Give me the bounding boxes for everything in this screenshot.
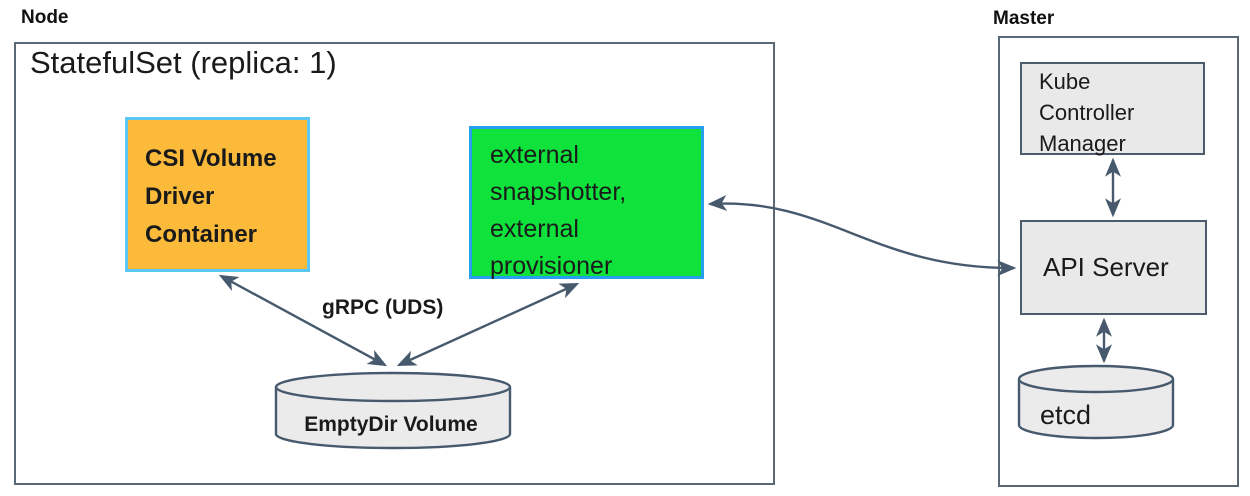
master-section-label: Master xyxy=(993,8,1055,29)
node-section-label: Node xyxy=(21,7,69,28)
api-server-box: API Server xyxy=(1020,220,1207,315)
api-server-label: API Server xyxy=(1043,252,1169,282)
external-sidecars-box: external snapshotter, external provision… xyxy=(469,126,704,280)
statefulset-title: StatefulSet (replica: 1) xyxy=(30,45,337,80)
csi-volume-driver-container-box: CSI Volume Driver Container xyxy=(125,117,310,272)
grpc-uds-label: gRPC (UDS) xyxy=(322,296,444,319)
kube-controller-manager-box: Kube Controller Manager xyxy=(1020,62,1205,156)
